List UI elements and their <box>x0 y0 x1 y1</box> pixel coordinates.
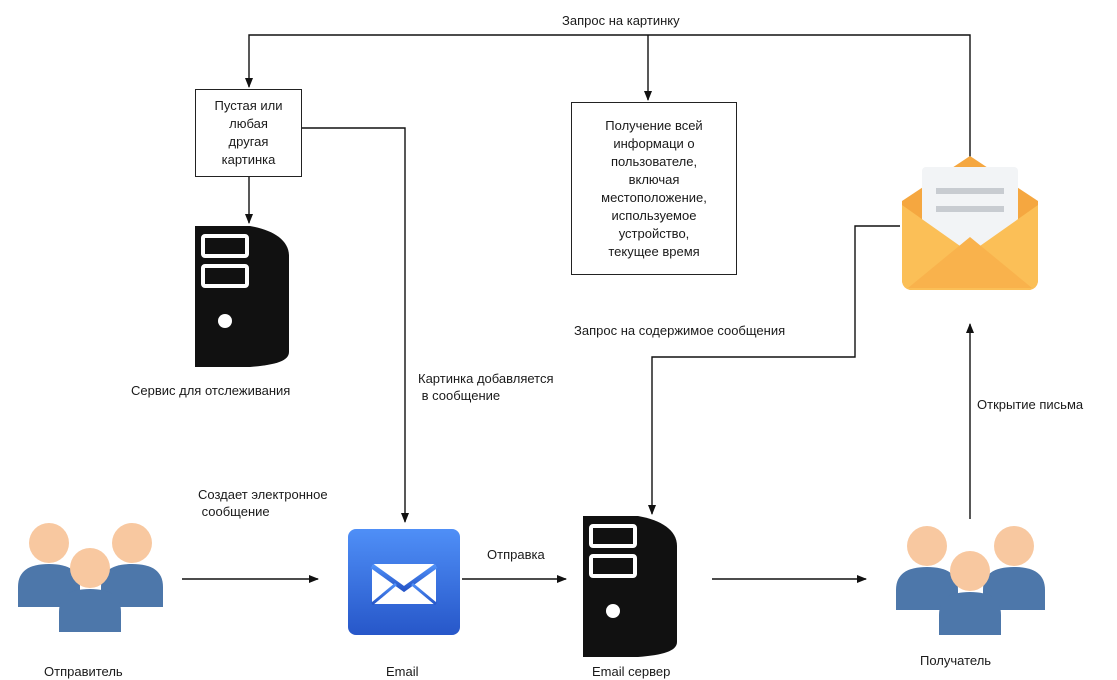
image-request-arrow <box>245 34 971 188</box>
sender-label: Отправитель <box>44 664 123 679</box>
content-request-arrow <box>648 225 900 515</box>
user-info-box: Получение всей информаци о пользователе,… <box>571 102 737 275</box>
email-server-label: Email сервер <box>592 664 671 679</box>
tracking-server-icon <box>193 224 291 369</box>
image-added-arrow <box>302 127 409 523</box>
sending-label: Отправка <box>487 547 545 562</box>
image-box: Пустая или любая другая картинка <box>195 89 302 177</box>
image-request-label: Запрос на картинку <box>560 12 682 29</box>
content-request-label: Запрос на содержимое сообщения <box>574 323 786 338</box>
sender-people-icon <box>18 523 163 632</box>
email-label: Email <box>386 664 419 679</box>
email-server-icon <box>581 514 679 659</box>
image-added-label: Картинка добавляется в сообщение <box>418 371 554 403</box>
tracking-service-label: Сервис для отслеживания <box>131 383 291 398</box>
creates-email-label: Создает электронное сообщение <box>198 487 328 519</box>
letter-opening-label: Открытие письма <box>977 397 1084 412</box>
recipient-people-icon <box>896 526 1045 635</box>
recipient-label: Получатель <box>920 653 992 668</box>
email-app-icon <box>348 529 460 635</box>
connectors <box>182 34 974 583</box>
open-envelope-icon <box>902 156 1038 290</box>
